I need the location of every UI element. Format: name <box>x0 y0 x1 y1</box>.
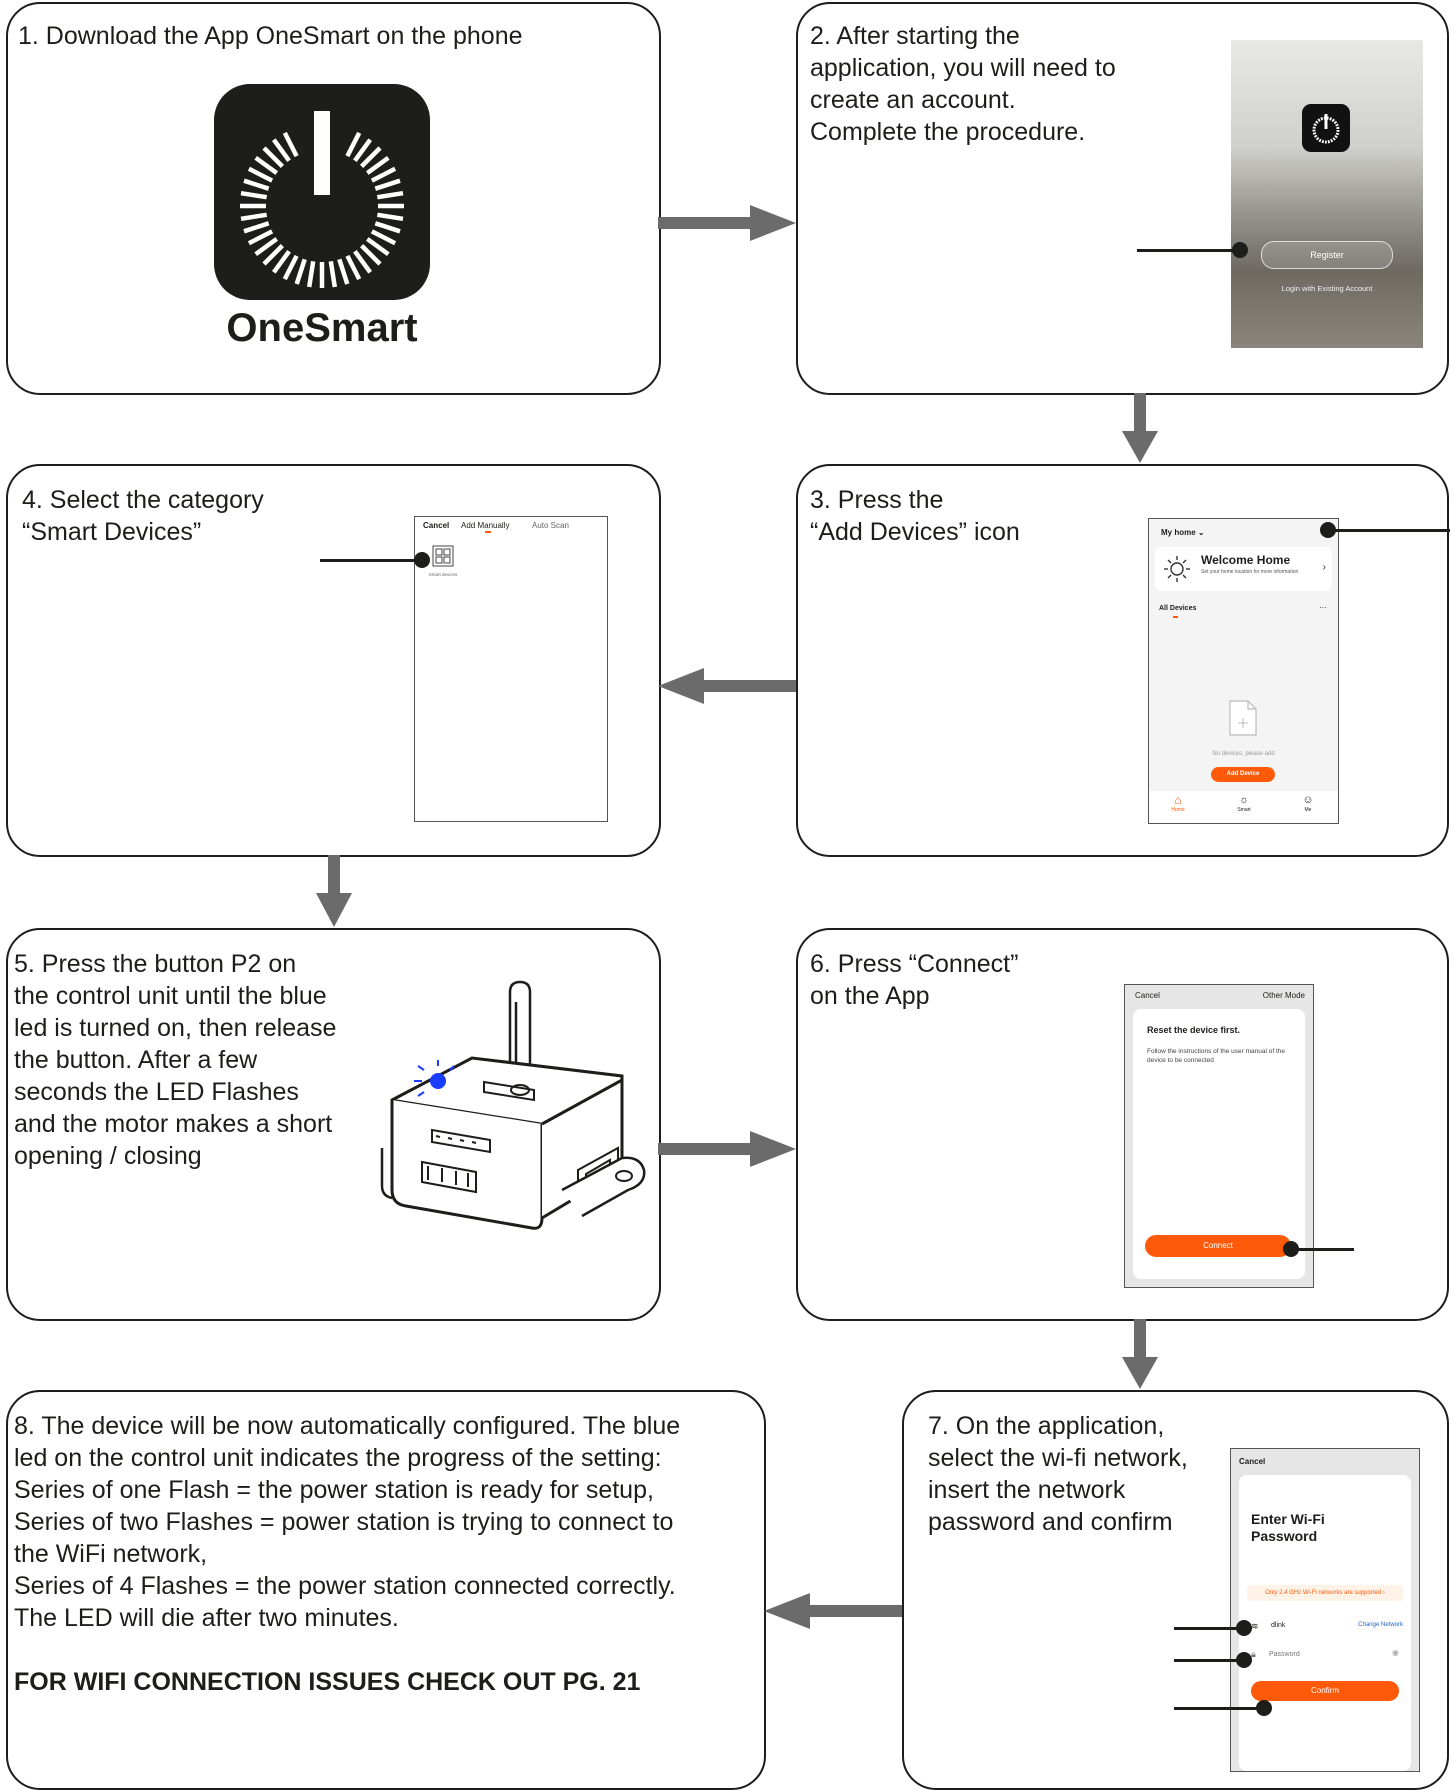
confirm-button[interactable]: Confirm <box>1251 1681 1399 1701</box>
welcome-subtitle: Set your home location for more informat… <box>1201 569 1299 575</box>
tab-me[interactable]: ☺ Me <box>1297 793 1319 813</box>
ghz-notice: Only 2.4 GHz Wi-Fi networks are supporte… <box>1247 1585 1403 1601</box>
reset-instructions: Follow the instructions of the user manu… <box>1147 1048 1286 1064</box>
password-input[interactable] <box>1269 1647 1369 1661</box>
tab-home[interactable]: ⌂ Home <box>1167 793 1189 813</box>
user-icon: ☺ <box>1302 794 1314 806</box>
empty-message: No devices, please add <box>1212 751 1275 757</box>
welcome-card[interactable]: Welcome Home Set your home location for … <box>1155 547 1332 591</box>
home-icon: ⌂ <box>1174 793 1182 807</box>
leader-dot-category <box>414 552 430 568</box>
leader-dot-register <box>1232 242 1248 258</box>
step-4-text: 4. Select the category “Smart Devices” <box>22 486 264 546</box>
arrow-1-to-2 <box>658 205 796 241</box>
app-logo-icon <box>1302 104 1350 152</box>
home-selector[interactable]: My home ⌄ <box>1161 528 1205 537</box>
arrow-7-to-8 <box>764 1593 902 1629</box>
leader-dot-confirm <box>1256 1700 1272 1716</box>
eye-icon[interactable]: ◉ <box>1392 1648 1399 1657</box>
step-6-text: 6. Press “Connect” on the App <box>810 950 1019 1010</box>
leader-line-register <box>1137 249 1237 252</box>
chevron-right-icon: › <box>1322 562 1326 573</box>
control-unit-illustration <box>380 980 646 1230</box>
tab-underline <box>485 531 491 533</box>
led-flash-rays <box>414 1060 455 1097</box>
screen-7-wifi: Cancel Enter Wi-Fi Password Only 2.4 GHz… <box>1230 1448 1420 1772</box>
other-mode-link[interactable]: Other Mode <box>1262 991 1305 1000</box>
reset-card: Reset the device first. Follow the instr… <box>1133 1009 1305 1279</box>
onesmart-app-icon <box>214 84 430 300</box>
leader-line-password <box>1174 1659 1242 1662</box>
login-existing-link[interactable]: Login with Existing Account <box>1281 284 1373 293</box>
connect-button[interactable]: Connect <box>1145 1235 1291 1257</box>
step-2-text: 2. After starting the application, you w… <box>810 22 1116 146</box>
screen-2-login: Register Login with Existing Account <box>1231 40 1423 348</box>
tab-underline <box>1173 616 1178 618</box>
bottom-tab-bar: ⌂ Home ☼ Smart ☺ Me <box>1149 791 1338 823</box>
blue-led <box>430 1073 446 1089</box>
smart-devices-category[interactable]: Smart devices <box>423 545 463 577</box>
step-6-card <box>796 928 1449 1321</box>
add-device-button[interactable]: Add Device <box>1211 767 1275 782</box>
wifi-title: Enter Wi-Fi Password <box>1251 1511 1325 1544</box>
screen-6-connect: Cancel Other Mode Reset the device first… <box>1124 984 1314 1288</box>
change-network-link[interactable]: Change Network <box>1358 1622 1403 1628</box>
leader-line-category <box>320 559 420 562</box>
tab-add-manually[interactable]: Add Manually <box>461 521 510 530</box>
smart-sun-icon: ☼ <box>1238 794 1250 806</box>
cancel-link[interactable]: Cancel <box>423 521 450 530</box>
step-1-text: 1. Download the App OneSmart on the phon… <box>18 22 523 50</box>
arrow-4-to-5 <box>316 855 352 927</box>
screen-4-category: Cancel Add Manually Auto Scan Smart devi… <box>414 516 608 822</box>
smart-devices-icon <box>432 545 454 567</box>
step-3-text: 3. Press the “Add Devices” icon <box>810 486 1020 546</box>
more-icon[interactable]: ··· <box>1319 603 1327 612</box>
step-8-note: FOR WIFI CONNECTION ISSUES CHECK OUT PG.… <box>14 1668 641 1696</box>
reset-title: Reset the device first. <box>1147 1025 1241 1035</box>
screen-3-home: My home ⌄ + Welcome Home Set your home l… <box>1148 518 1339 824</box>
leader-line-plus <box>1328 529 1450 532</box>
step-8-text: 8. The device will be now automatically … <box>14 1412 681 1632</box>
sun-icon <box>1164 556 1190 582</box>
lock-icon: 🔒︎ <box>1251 1649 1256 1659</box>
step-7-text: 7. On the application, select the wi-fi … <box>928 1412 1188 1536</box>
register-button[interactable]: Register <box>1261 241 1393 269</box>
leader-line-network <box>1174 1627 1242 1630</box>
wifi-icon: ≋ <box>1251 1621 1259 1631</box>
welcome-title: Welcome Home <box>1201 553 1291 567</box>
cancel-link[interactable]: Cancel <box>1135 991 1160 1000</box>
arrow-3-to-4 <box>658 668 796 704</box>
arrow-6-to-7 <box>1122 1319 1158 1389</box>
leader-dot-network <box>1236 1620 1252 1636</box>
cancel-link[interactable]: Cancel <box>1239 1457 1266 1466</box>
arrow-2-to-3 <box>1122 393 1158 463</box>
arrow-5-to-6 <box>658 1131 796 1167</box>
leader-line-confirm <box>1174 1707 1264 1710</box>
wifi-card: Enter Wi-Fi Password Only 2.4 GHz Wi-Fi … <box>1239 1475 1411 1771</box>
step-5-text: 5. Press the button P2 on the control un… <box>14 950 337 1170</box>
leader-dot-password <box>1236 1652 1252 1668</box>
tab-smart[interactable]: ☼ Smart <box>1232 793 1256 813</box>
tab-auto-scan[interactable]: Auto Scan <box>532 521 569 530</box>
all-devices-tab[interactable]: All Devices <box>1159 605 1197 612</box>
network-name: dlink <box>1271 1622 1286 1629</box>
onesmart-wordmark: OneSmart <box>226 306 418 350</box>
leader-line-connect <box>1290 1248 1354 1251</box>
step-8-card <box>6 1390 766 1790</box>
chevron-down-icon: ⌄ <box>1197 528 1205 537</box>
power-icon <box>240 111 404 288</box>
empty-file-icon <box>1229 700 1257 736</box>
